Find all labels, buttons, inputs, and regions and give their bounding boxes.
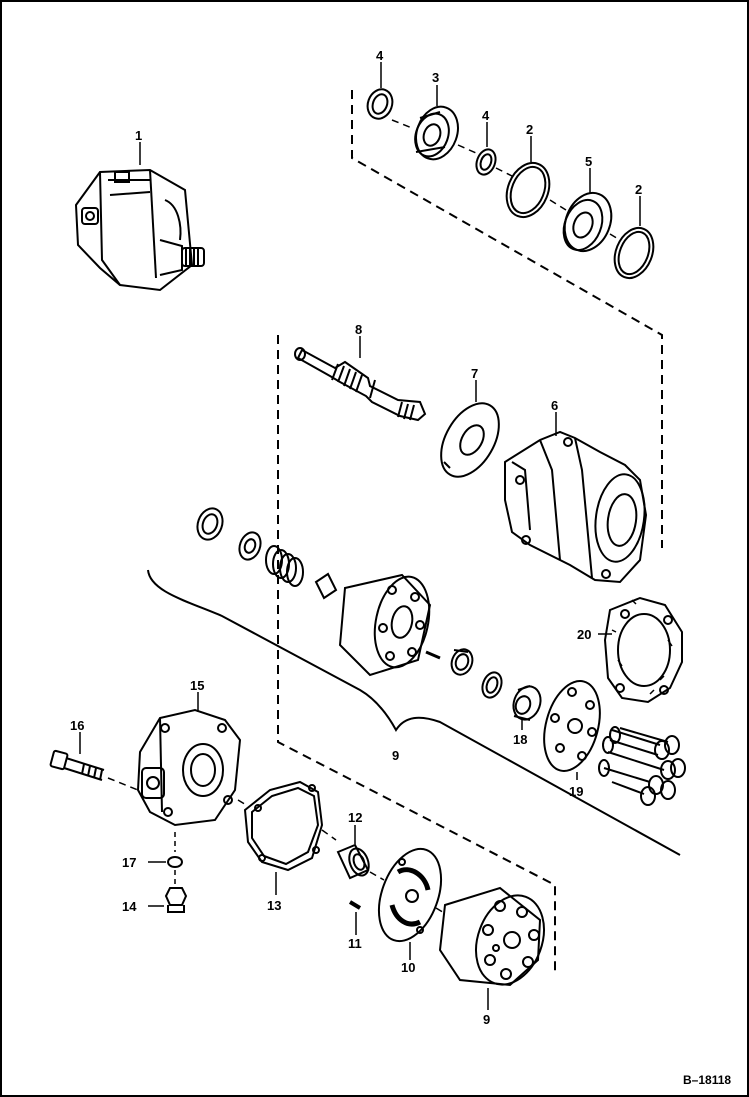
label-10: 10 bbox=[401, 960, 415, 975]
label-20: 20 bbox=[577, 627, 591, 642]
leader-lines bbox=[79, 62, 641, 1010]
kit-box-top bbox=[351, 90, 663, 548]
bushing-inner bbox=[450, 648, 474, 676]
pump-housing-6-part bbox=[504, 430, 648, 584]
label-2-right: 2 bbox=[635, 182, 642, 197]
bolt-16-part bbox=[49, 749, 105, 781]
label-4-right: 4 bbox=[482, 108, 490, 123]
cylinder-block-9-part bbox=[438, 886, 545, 987]
label-16: 16 bbox=[70, 718, 84, 733]
retaining-ring-2-right bbox=[613, 226, 655, 280]
gasket-20-part bbox=[603, 596, 683, 704]
spring-inner bbox=[265, 545, 304, 587]
label-7: 7 bbox=[471, 366, 478, 381]
label-19: 19 bbox=[569, 784, 583, 799]
assembly-bracket bbox=[147, 569, 681, 856]
label-11: 11 bbox=[348, 936, 362, 951]
washer-inner bbox=[238, 531, 262, 561]
needle-bearing-inner bbox=[481, 671, 503, 699]
label-8: 8 bbox=[355, 322, 362, 337]
kit-box-middle bbox=[277, 335, 556, 975]
seal-5-part bbox=[562, 191, 613, 253]
needle-bearing-12-part bbox=[336, 843, 370, 880]
swash-plate-7-part bbox=[440, 402, 500, 478]
snap-ring-4-right bbox=[475, 148, 497, 176]
label-18: 18 bbox=[513, 732, 527, 747]
label-2-left: 2 bbox=[526, 122, 533, 137]
pump-assembly-part bbox=[74, 168, 205, 292]
label-13: 13 bbox=[267, 898, 281, 913]
valve-plate-19-part bbox=[543, 680, 601, 772]
label-1: 1 bbox=[135, 128, 142, 143]
retaining-ring-2-left bbox=[505, 161, 551, 219]
bearing-18-part bbox=[512, 685, 542, 721]
pin-11-part bbox=[348, 900, 362, 910]
label-15: 15 bbox=[190, 678, 204, 693]
snap-ring-inner bbox=[196, 507, 224, 541]
label-9-upper: 9 bbox=[392, 748, 399, 763]
label-12: 12 bbox=[348, 810, 362, 825]
label-6: 6 bbox=[551, 398, 558, 413]
gasket-13-part bbox=[243, 780, 324, 872]
label-4-left: 4 bbox=[376, 48, 384, 63]
end-cap-15-part bbox=[136, 708, 242, 827]
callout-labels: 1 4 3 4 2 5 2 8 7 6 20 15 16 9 18 19 12 … bbox=[70, 48, 642, 1027]
axis-line-bolt bbox=[107, 777, 139, 791]
cylinder-block-inner bbox=[338, 573, 432, 677]
drive-shaft-8-part bbox=[294, 347, 427, 422]
label-9-lower: 9 bbox=[483, 1012, 490, 1027]
plug-14-part bbox=[164, 887, 188, 913]
valve-plate-10-part bbox=[377, 847, 443, 943]
label-3: 3 bbox=[432, 70, 439, 85]
pistons-part bbox=[598, 726, 686, 806]
retainer-inner bbox=[314, 572, 338, 600]
label-5: 5 bbox=[585, 154, 592, 169]
pin-inner bbox=[425, 650, 441, 660]
o-ring-17-part bbox=[167, 856, 183, 868]
axis-line-lower bbox=[237, 799, 447, 915]
label-14: 14 bbox=[122, 899, 137, 914]
label-17: 17 bbox=[122, 855, 136, 870]
figure-reference-code: B–18118 bbox=[683, 1073, 731, 1087]
axis-line-top bbox=[391, 119, 621, 241]
snap-ring-4-left bbox=[366, 88, 394, 120]
bearing-3-part bbox=[414, 105, 459, 161]
